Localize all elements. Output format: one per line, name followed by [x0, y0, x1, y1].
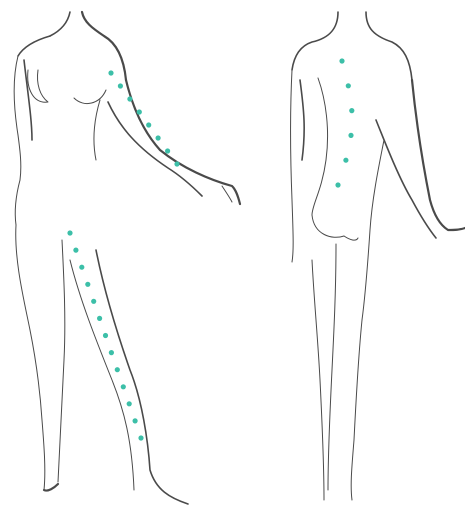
back-right-arm-outer: [412, 80, 465, 230]
back-figure: [291, 12, 465, 500]
front-right-arm-outer: [126, 80, 240, 204]
back-left-leg-inner: [328, 244, 336, 490]
leg-dot-8: [109, 350, 114, 355]
arm-dot-4: [137, 109, 142, 114]
leg-dot-6: [97, 316, 102, 321]
spine-dot-3: [349, 108, 354, 113]
front-right-hand: [222, 186, 232, 202]
front-right-arm-inner: [108, 102, 202, 196]
front-right-leg-inner: [70, 260, 134, 490]
back-buttock-left: [312, 215, 344, 237]
arm-dot-1: [108, 70, 113, 75]
spine-dot-4: [348, 133, 353, 138]
arm-dot-7: [165, 148, 170, 153]
spine-dot-2: [346, 83, 351, 88]
back-buttock-right: [344, 236, 358, 240]
arm-dot-8: [174, 161, 179, 166]
front-neck-right: [82, 12, 126, 80]
spine-dot-5: [343, 158, 348, 163]
leg-dot-3: [79, 265, 84, 270]
leg-dot-7: [103, 333, 108, 338]
back-right-side: [362, 140, 384, 320]
back-right-leg: [351, 320, 362, 500]
leg-dot-10: [121, 384, 126, 389]
leg-dot-4: [85, 282, 90, 287]
arm-dot-2: [118, 83, 123, 88]
back-left-leg-outer: [312, 260, 324, 500]
leg-dot-13: [138, 435, 143, 440]
leg-dot-12: [133, 418, 138, 423]
back-left-side: [291, 70, 294, 262]
back-neck-left: [292, 12, 338, 70]
spine-dot-6: [335, 182, 340, 187]
back-left-waist: [312, 78, 328, 215]
front-torso-right: [94, 100, 100, 160]
front-left-leg-outer: [16, 225, 45, 490]
front-torso-left: [15, 180, 20, 225]
front-left-shoulder: [18, 36, 50, 56]
front-bust-left: [28, 70, 48, 102]
leg-dot-1: [67, 230, 72, 235]
back-left-arm: [300, 80, 304, 160]
back-neck-right: [366, 12, 412, 80]
leg-dot-5: [91, 299, 96, 304]
arm-dot-6: [156, 135, 161, 140]
front-left-foot: [44, 484, 58, 491]
spine-dot-1: [339, 58, 344, 63]
front-bust-right: [74, 90, 106, 104]
front-left-leg-inner: [58, 240, 65, 482]
acupoint-dots: [67, 58, 354, 440]
front-neck-left: [50, 12, 70, 36]
front-right-leg-outer: [96, 250, 188, 504]
front-figure: [14, 12, 240, 504]
arm-dot-3: [127, 96, 132, 101]
leg-dot-9: [115, 367, 120, 372]
leg-dot-2: [73, 248, 78, 253]
front-left-side: [14, 56, 21, 180]
arm-dot-5: [146, 122, 151, 127]
leg-dot-11: [127, 401, 132, 406]
